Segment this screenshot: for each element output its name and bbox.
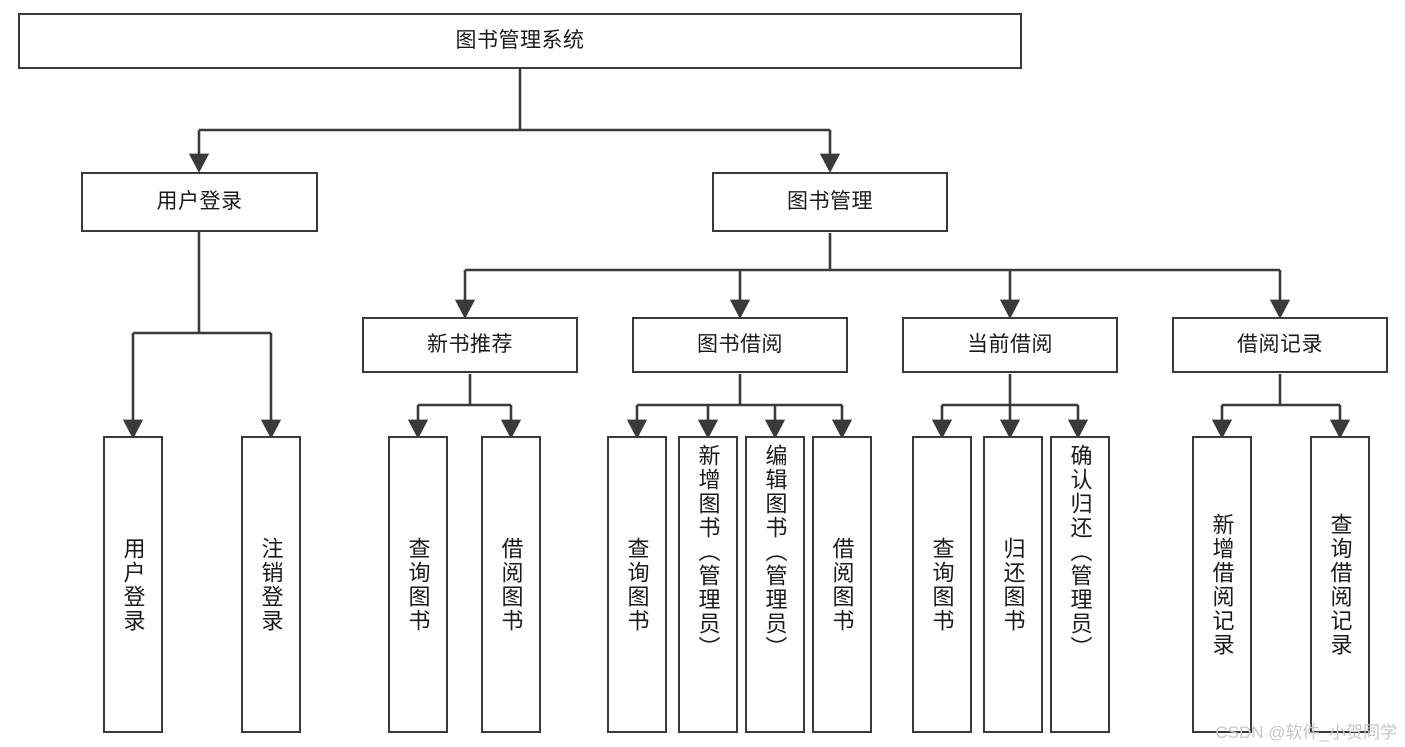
- node-book-management[interactable]: 图书管理: [712, 172, 948, 232]
- node-label: 图书借阅: [697, 332, 783, 356]
- node-label: 新增借阅记录: [1209, 512, 1235, 657]
- node-current-borrow[interactable]: 当前借阅: [902, 317, 1118, 373]
- node-label: 借阅记录: [1237, 332, 1323, 356]
- leaf-current-borrow-query-book[interactable]: 查询图书: [912, 436, 972, 733]
- node-root-book-management-system[interactable]: 图书管理系统: [18, 13, 1022, 69]
- node-label: 用户登录: [120, 536, 146, 633]
- node-label: 查询图书: [405, 536, 431, 633]
- node-label: 图书管理系统: [455, 28, 585, 52]
- leaf-current-borrow-confirm-return-admin[interactable]: 确认归还（管理员）: [1050, 436, 1110, 733]
- node-user-login[interactable]: 用户登录: [81, 172, 318, 232]
- leaf-book-borrow-edit-book-admin[interactable]: 编辑图书（管理员）: [745, 436, 805, 733]
- node-label: 借阅图书: [498, 536, 524, 633]
- node-label: 编辑图书（管理员）: [762, 444, 788, 660]
- csdn-watermark: CSDN @软件_小贺同学: [1215, 723, 1397, 742]
- leaf-book-borrow-borrow-book[interactable]: 借阅图书: [812, 436, 872, 733]
- leaf-book-borrow-add-book-admin[interactable]: 新增图书（管理员）: [678, 436, 738, 733]
- node-label: 查询图书: [624, 536, 650, 633]
- node-borrow-record[interactable]: 借阅记录: [1172, 317, 1388, 373]
- leaf-user-login-login[interactable]: 用户登录: [103, 436, 163, 733]
- node-new-book-recommend[interactable]: 新书推荐: [362, 317, 578, 373]
- node-label: 归还图书: [1000, 536, 1026, 633]
- node-label: 图书管理: [787, 189, 873, 213]
- leaf-new-book-query-book[interactable]: 查询图书: [388, 436, 448, 733]
- node-label: 确认归还（管理员）: [1067, 444, 1093, 660]
- node-label: 注销登录: [258, 536, 284, 633]
- node-label: 查询借阅记录: [1327, 512, 1353, 657]
- node-label: 查询图书: [929, 536, 955, 633]
- node-label: 借阅图书: [829, 536, 855, 633]
- node-label: 新增图书（管理员）: [695, 444, 721, 660]
- node-label: 当前借阅: [967, 332, 1053, 356]
- leaf-new-book-borrow-book[interactable]: 借阅图书: [481, 436, 541, 733]
- node-label: 新书推荐: [427, 332, 513, 356]
- leaf-borrow-record-add-record[interactable]: 新增借阅记录: [1192, 436, 1252, 733]
- node-label: 用户登录: [156, 189, 243, 213]
- leaf-borrow-record-query-record[interactable]: 查询借阅记录: [1310, 436, 1370, 733]
- node-book-borrow[interactable]: 图书借阅: [632, 317, 848, 373]
- leaf-current-borrow-return-book[interactable]: 归还图书: [983, 436, 1043, 733]
- leaf-user-login-logout[interactable]: 注销登录: [241, 436, 301, 733]
- leaf-book-borrow-query-book[interactable]: 查询图书: [607, 436, 667, 733]
